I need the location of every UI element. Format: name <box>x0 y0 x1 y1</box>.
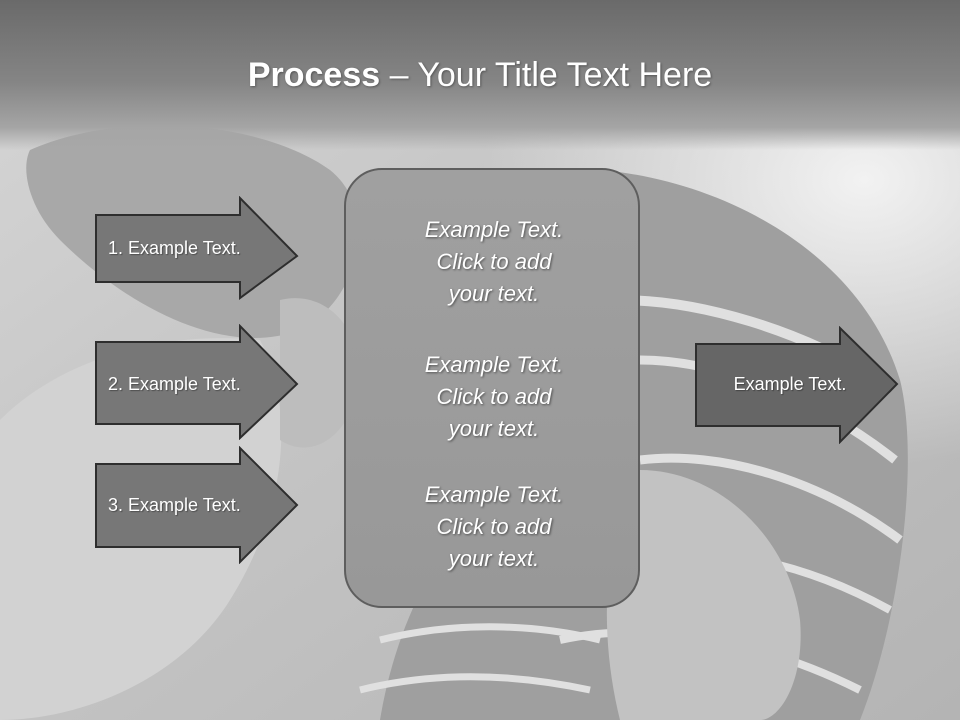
right-arrow-label: Example Text. <box>733 373 847 394</box>
block-2-line-2: Click to add <box>436 384 552 409</box>
left-arrow-2[interactable]: 2. Example Text. <box>94 324 300 440</box>
center-text-block-1: Example Text. Click to add your text. <box>346 214 642 310</box>
page-title: Process – Your Title Text Here <box>0 52 960 98</box>
right-arrow[interactable]: Example Text. <box>694 326 900 444</box>
block-1-line-1: Example Text. <box>424 217 564 242</box>
right-arrow-shape <box>695 326 899 444</box>
block-3-line-1: Example Text. <box>424 482 564 507</box>
left-arrow-3-label: 3. Example Text. <box>108 494 241 515</box>
title-rest: – Your Title Text Here <box>380 56 713 94</box>
block-3-line-2: Click to add <box>436 514 552 539</box>
left-arrow-1[interactable]: 1. Example Text. <box>94 196 300 300</box>
center-text-block-2: Example Text. Click to add your text. <box>346 349 642 445</box>
arrow-shape-2 <box>95 324 299 440</box>
block-2-line-1: Example Text. <box>424 352 564 377</box>
center-text-box[interactable]: Example Text. Click to add your text. Ex… <box>344 168 640 608</box>
left-arrow-3[interactable]: 3. Example Text. <box>94 446 300 564</box>
left-arrow-2-label: 2. Example Text. <box>108 373 241 394</box>
title-bold: Process <box>247 56 381 94</box>
block-2-line-3: your text. <box>448 416 540 441</box>
arrow-shape-1 <box>95 196 299 300</box>
arrow-shape-3 <box>95 446 299 564</box>
left-arrow-1-label: 1. Example Text. <box>108 237 241 258</box>
block-3-line-3: your text. <box>448 546 540 571</box>
block-1-line-2: Click to add <box>436 249 552 274</box>
title-bar: Process – Your Title Text Here <box>0 0 960 150</box>
block-1-line-3: your text. <box>448 281 540 306</box>
center-text-block-3: Example Text. Click to add your text. <box>346 479 642 575</box>
